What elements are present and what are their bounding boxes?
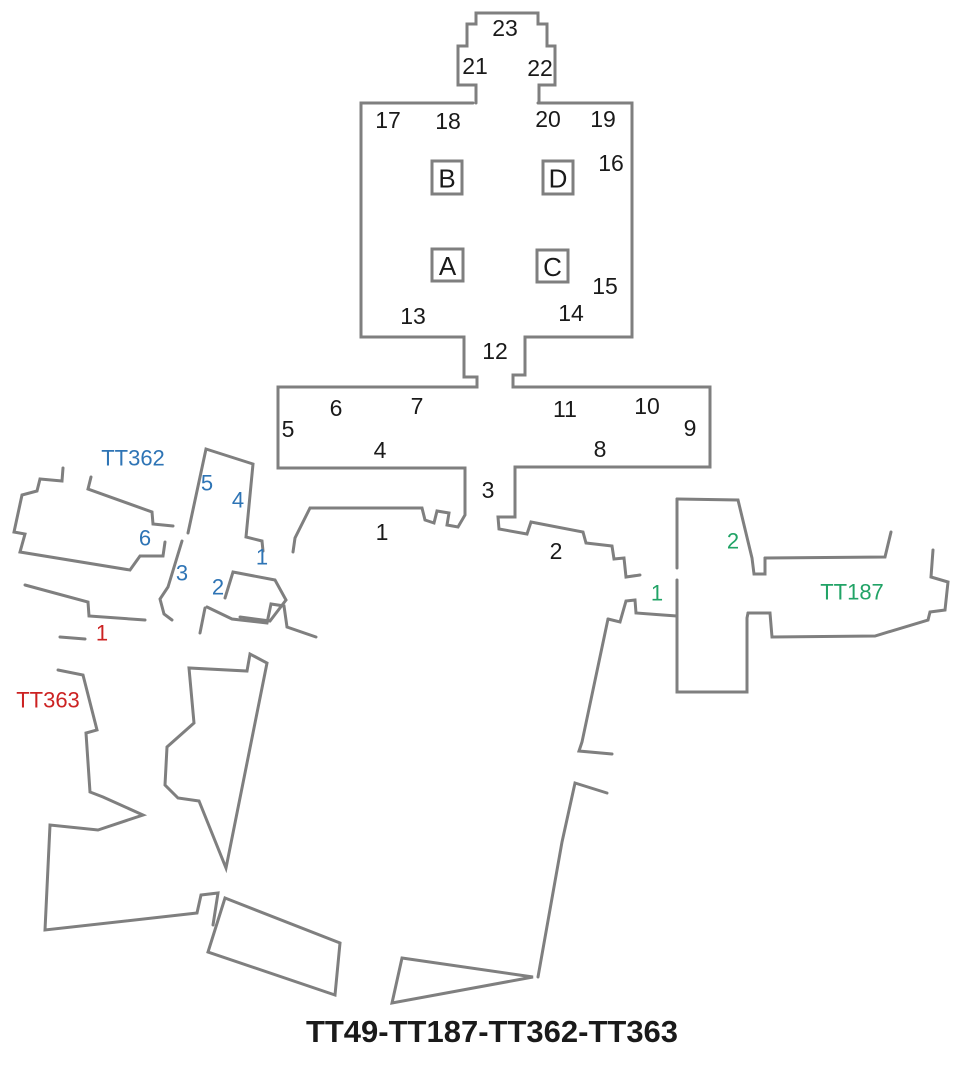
room-label-tt49-7: 7	[411, 393, 424, 419]
room-label-tt362-name: TT362	[101, 446, 165, 471]
pillar-letter-A: A	[439, 251, 457, 281]
pillar-letter-B: B	[438, 164, 455, 194]
pillars-layer: B D A C	[430, 159, 575, 284]
room-label-tt49-11: 11	[553, 396, 577, 422]
pillar-letter-D: D	[549, 164, 568, 194]
room-label-tt49-18: 18	[435, 108, 461, 134]
room-label-tt362-6: 6	[139, 526, 151, 551]
wall-tt363-stub	[58, 635, 87, 641]
pillar-box-C	[535, 248, 570, 284]
room-label-tt362-5: 5	[201, 471, 213, 496]
room-label-tt362-1: 1	[256, 545, 268, 570]
room-label-tt49-4: 4	[374, 437, 387, 463]
walls-layer	[12, 11, 950, 1005]
room-label-tt49-19: 19	[590, 106, 616, 132]
room-label-tt49-6: 6	[330, 395, 343, 421]
wall-tt362-room3	[158, 539, 184, 622]
room-label-tt187-2: 2	[727, 529, 739, 554]
room-label-tt49-2: 2	[550, 538, 563, 564]
room-label-tt49-14: 14	[558, 300, 584, 326]
wall-court-ne-corner	[606, 598, 679, 624]
pillar-box-A	[430, 247, 465, 283]
wall-court-wedge	[163, 651, 269, 874]
room-label-tt49-17: 17	[375, 107, 401, 133]
plan-caption: TT49-TT187-TT362-TT363	[306, 1014, 678, 1049]
wall-tt187-room-left-lower	[675, 578, 750, 694]
wall-court-east-upper	[576, 617, 614, 756]
room-label-tt49-10: 10	[634, 393, 660, 419]
pillar-letter-C: C	[543, 252, 562, 282]
room-label-tt49-13: 13	[400, 303, 426, 329]
room-label-tt49-3: 3	[482, 477, 495, 503]
wall-tt362-room2	[223, 570, 288, 623]
room-label-tt49-15: 15	[592, 273, 618, 299]
wall-tt187-north	[763, 530, 893, 560]
wall-tt362-west-chamber	[12, 466, 167, 572]
room-label-tt49-20: 20	[535, 106, 561, 132]
wall-court-strip	[206, 896, 342, 998]
wall-niche	[456, 11, 557, 105]
room-label-tt362-4: 4	[232, 488, 244, 513]
wall-court-nw-a	[198, 606, 207, 635]
room-label-tt362-2: 2	[212, 575, 224, 600]
wall-inner-hall-left	[276, 101, 479, 554]
room-label-tt187-1: 1	[651, 581, 663, 606]
wall-court-nw-b	[205, 602, 318, 639]
room-label-tt363-name: TT363	[16, 688, 80, 713]
wall-tt362-room5	[186, 447, 265, 553]
room-label-tt49-21: 21	[462, 53, 488, 79]
pillar-box-D	[541, 159, 575, 196]
wall-tt187-room-top	[675, 497, 767, 576]
room-label-tt49-9: 9	[684, 415, 697, 441]
wall-tt363-north	[23, 583, 147, 622]
room-label-tt49-5: 5	[282, 416, 295, 442]
wall-inner-hall-right	[496, 101, 712, 579]
wall-court-triangle	[390, 956, 534, 1005]
room-label-tt362-3: 3	[176, 561, 188, 586]
room-label-tt49-12: 12	[482, 338, 508, 364]
room-label-tt49-8: 8	[594, 436, 607, 462]
room-label-tt363-1: 1	[96, 621, 108, 646]
room-label-tt187-name: TT187	[820, 580, 884, 605]
room-label-tt49-1: 1	[376, 519, 389, 545]
wall-tt363-south-courtyard-west	[43, 668, 220, 932]
pillar-box-B	[430, 159, 464, 196]
room-label-tt49-16: 16	[598, 150, 624, 176]
room-label-tt49-22: 22	[527, 55, 553, 81]
wall-tt187-east	[746, 548, 950, 639]
wall-court-east-lower	[536, 781, 609, 979]
wall-tt362-upper	[86, 475, 175, 528]
room-label-tt49-23: 23	[492, 15, 518, 41]
